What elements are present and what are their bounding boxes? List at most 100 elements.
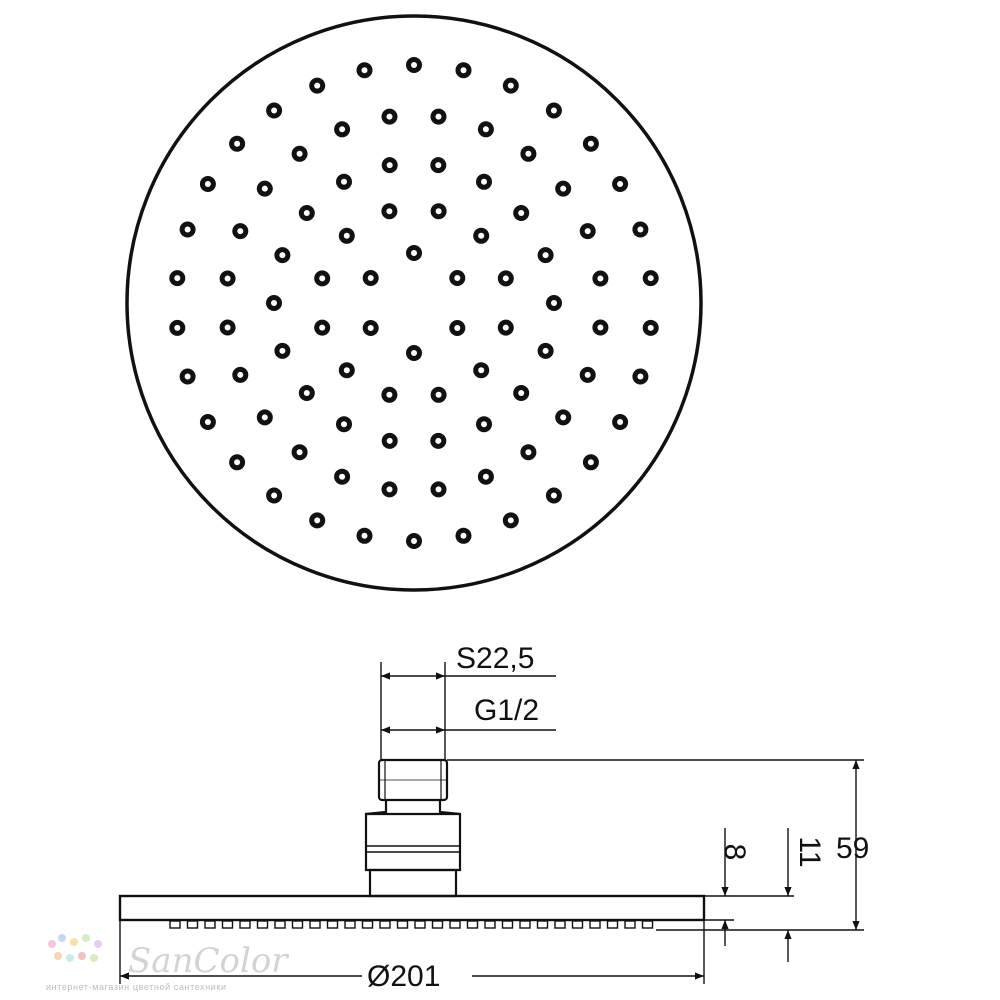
nozzle-hole [435,113,442,120]
dim-thread: G1/2 [474,694,539,727]
nozzle-hole [550,107,557,114]
nozzle-tip [606,920,619,929]
nozzle-hole [271,107,278,114]
nozzle-hole [386,486,393,493]
nozzle-tip [326,920,339,929]
nozzle-hole [525,449,532,456]
nozzle-hole [587,140,594,147]
nozzle-hole [386,208,393,215]
nozzle-hole [411,350,417,356]
watermark: SanColor интернет-магазин цветной сантех… [46,934,289,992]
nozzle-hole [361,532,368,539]
side-view [118,758,706,929]
nozzle-hole [204,181,211,187]
nozzle-tip [554,920,566,929]
nozzle-pattern [169,57,659,549]
nozzle-hole [234,140,241,147]
nozzle-hole [319,275,326,282]
nozzle-tip [624,920,636,929]
nozzle-hole [261,185,268,192]
nozzle-hole [341,178,347,185]
nozzle-hole [647,275,654,282]
nozzle-tip [484,920,496,929]
nozzle-hole [261,414,268,421]
nozzle-hole [279,252,286,259]
nozzle-hole [478,367,485,374]
nozzle-hole [303,210,310,216]
dim-plate-thickness: 8 [718,844,751,861]
nozzle-hole [435,208,442,215]
nozzle-hole [560,414,567,421]
base-collar [368,868,458,898]
nozzle-tip [361,920,374,929]
nozzle-tip [274,920,286,929]
shower-plate [118,894,706,922]
nozzle-hole [314,82,321,89]
nozzle-tip [449,920,461,929]
nozzle-hole [481,178,487,185]
nozzle-tip [221,920,234,929]
nozzle-hole [339,473,346,480]
nozzle-hole [386,391,393,398]
nozzle-hole [518,390,525,396]
nozzle-hole [542,347,549,354]
nozzle-hole [482,126,489,133]
nozzle-hole [386,113,393,120]
nozzle-hole [237,371,244,378]
nozzle-hole [271,492,278,499]
neck [365,800,461,816]
watermark-dots-icon [48,934,102,962]
nozzle-hole [339,126,346,133]
nozzle-tip [501,920,514,929]
nozzle-hole [617,181,624,187]
nozzle-tip [204,920,216,929]
nozzle-hole [584,371,591,378]
dim-plate-with-nozzles: 11 [793,836,826,867]
nozzle-hole [367,325,374,331]
nozzle-hole [174,324,181,331]
nozzle-tip [396,920,409,929]
nozzle-hole [224,275,231,282]
nozzle-hole [411,538,417,544]
nozzle-hole [234,459,241,466]
nozzle-hole [551,300,557,306]
nozzle-hole [343,232,350,239]
nozzle-hole [271,300,277,306]
nozzle-hole [507,517,514,524]
nozzle-hole [560,185,567,192]
nozzle-hole [435,437,442,444]
nozzle-hole [435,486,442,493]
nozzle-hole [454,275,461,281]
nozzle-hole [411,62,417,68]
nozzle-hole [460,532,467,539]
nozzle-hole [525,150,532,157]
nozzle-tip [519,920,531,929]
nozzle-hole [314,517,321,524]
nozzle-hole [296,150,303,157]
nozzle-hole [637,226,644,233]
nozzle-hole [367,275,374,281]
nozzle-hole [341,421,347,428]
nozzle-hole [435,391,442,398]
joint-body [364,812,462,872]
nozzle-hole [478,232,485,239]
nozzle-tip [291,920,304,929]
watermark-tagline: интернет-магазин цветной сантехники [46,982,227,992]
nozzle-hole [237,228,244,235]
nozzle-hole [435,162,442,169]
nozzle-hole [647,324,654,331]
nozzle-tip [589,920,601,929]
nozzle-hole [597,324,604,331]
nozzle-tip [414,920,426,929]
nozzle-hole [542,252,549,259]
nozzle-tip [431,920,444,929]
nozzle-hole [584,228,591,235]
nozzle-hole [502,275,509,282]
nozzle-hole [224,324,231,331]
nozzle-hole [279,347,286,354]
nozzle-hole [411,250,417,256]
watermark-logo: SanColor [128,941,289,981]
nozzle-tip [169,920,181,929]
shower-plate-outline [125,14,703,592]
